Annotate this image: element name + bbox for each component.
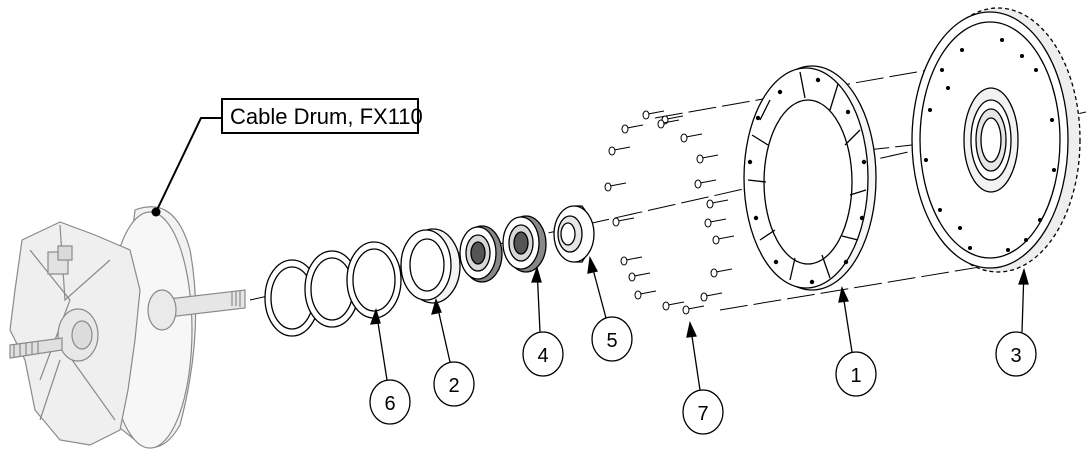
ball-bearings xyxy=(459,215,547,283)
shim-washer xyxy=(346,241,402,319)
balloon-4: 4 xyxy=(522,265,564,377)
bolt xyxy=(608,146,631,156)
balloon-5-number: 5 xyxy=(606,330,617,352)
balloon-1: 1 xyxy=(835,285,877,397)
bolt xyxy=(657,119,680,129)
balloon-5: 5 xyxy=(587,255,633,362)
cable-drum-assembly xyxy=(9,206,246,449)
bolt xyxy=(706,199,729,209)
bolts-set xyxy=(604,110,735,315)
balloon-2-number: 2 xyxy=(448,375,459,397)
balloon-2: 2 xyxy=(431,298,475,407)
balloon-7: 7 xyxy=(682,320,724,435)
bolt xyxy=(628,272,651,282)
bolt xyxy=(696,154,719,164)
segmented-friction-ring xyxy=(743,65,877,291)
bolt xyxy=(612,217,635,227)
bolt xyxy=(712,235,735,245)
bolt xyxy=(634,290,657,300)
shim-washer xyxy=(304,250,360,328)
bolt xyxy=(642,110,665,120)
bolt xyxy=(662,301,685,311)
cable-drum-label: Cable Drum, FX110 xyxy=(151,98,423,217)
sprocket-gear xyxy=(911,7,1081,273)
bushing-collar xyxy=(553,205,595,263)
shim-washers xyxy=(264,241,402,337)
balloon-6-number: 6 xyxy=(384,393,395,415)
bolt xyxy=(694,179,717,189)
bolt xyxy=(700,292,723,302)
ball-bearing xyxy=(502,215,547,273)
label-leader-line xyxy=(155,117,222,213)
balloon-3: 3 xyxy=(995,267,1037,377)
balloon-3-number: 3 xyxy=(1010,345,1021,367)
bolt xyxy=(682,305,705,315)
bolt xyxy=(680,133,703,143)
callout-balloons: 6 2 4 5 7 xyxy=(369,255,1037,435)
balloon-1-number: 1 xyxy=(850,365,861,387)
bolt xyxy=(704,218,727,228)
ball-bearing xyxy=(459,225,503,283)
balloon-7-number: 7 xyxy=(697,403,708,425)
label-leader-dot xyxy=(151,207,161,217)
bolt xyxy=(620,256,643,266)
balloon-4-number: 4 xyxy=(537,345,548,367)
balloon-6: 6 xyxy=(369,307,411,425)
label-box xyxy=(221,98,419,134)
label-text: Cable Drum, FX110 xyxy=(230,104,423,129)
spacer-ring xyxy=(400,228,461,304)
bolt xyxy=(604,182,627,192)
bolt xyxy=(710,268,733,278)
bolt xyxy=(621,124,644,134)
